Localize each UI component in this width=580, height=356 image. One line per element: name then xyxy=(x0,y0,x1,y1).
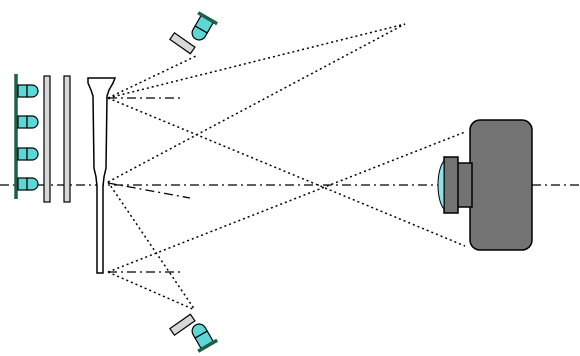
mirror-top-icon xyxy=(169,32,196,55)
led-top-icon xyxy=(191,11,219,41)
led-icon xyxy=(17,115,39,129)
ray-paths xyxy=(107,23,466,311)
led-icon xyxy=(17,84,39,98)
reference-line-middle xyxy=(107,182,191,199)
led-icon xyxy=(17,147,39,161)
camera-icon xyxy=(437,119,533,251)
diffuser-plate-icon xyxy=(63,75,71,203)
led-array-icon xyxy=(14,74,39,199)
diffuser-plate-icon xyxy=(43,75,51,203)
mirror-bottom-icon xyxy=(169,313,196,336)
capillary-icon xyxy=(87,77,117,274)
led-icon xyxy=(17,177,39,191)
led-bottom-icon xyxy=(191,323,219,353)
